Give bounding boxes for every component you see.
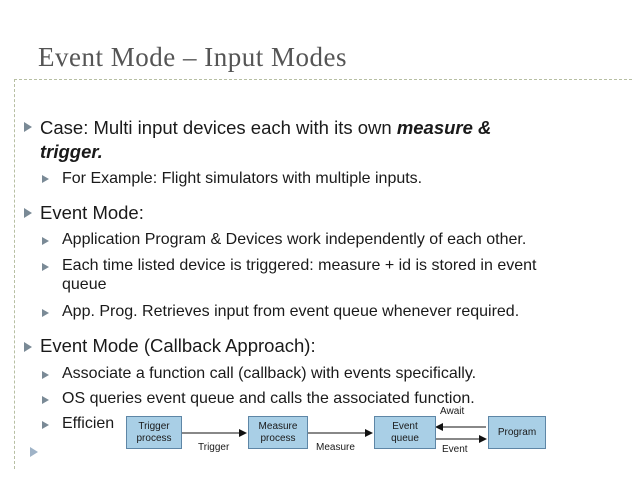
bullet-arrow-icon bbox=[24, 208, 32, 218]
bullet-arrow-icon bbox=[42, 263, 49, 271]
bullet-arrow-icon bbox=[24, 342, 32, 352]
bullet-independent: Application Program & Devices work indep… bbox=[62, 231, 527, 248]
bullet-associate: Associate a function call (callback) wit… bbox=[62, 365, 477, 382]
event-queue-label: Event bbox=[392, 420, 418, 432]
program-label: Program bbox=[497, 426, 537, 438]
bullet-example: For Example: Flight simulators with mult… bbox=[62, 170, 423, 187]
slide-nav-arrow-icon bbox=[30, 447, 38, 457]
await-arrow-label: Await bbox=[440, 406, 465, 417]
case-text: Case: Multi input devices each with its … bbox=[40, 117, 397, 138]
trigger-arrow-label: Trigger bbox=[198, 442, 230, 453]
bullet-arrow-icon bbox=[42, 309, 49, 317]
bullet-triggered: Each time listed device is triggered: me… bbox=[62, 257, 537, 274]
bullet-callback-mode: Event Mode (Callback Approach): bbox=[40, 335, 316, 356]
title-divider bbox=[14, 79, 632, 80]
bullet-arrow-icon bbox=[42, 421, 49, 429]
bullet-case: Case: Multi input devices each with its … bbox=[40, 117, 491, 139]
measure-process-label: Measure bbox=[258, 420, 298, 432]
measure-arrow-label: Measure bbox=[316, 442, 355, 453]
trigger-process-label-2: process bbox=[136, 432, 172, 444]
measure-process-label-2: process bbox=[260, 432, 296, 444]
bullet-arrow-icon bbox=[42, 371, 49, 379]
event-arrow-label: Event bbox=[442, 444, 468, 455]
bullet-efficient: Efficien bbox=[62, 415, 115, 432]
diagram-arrows bbox=[182, 423, 487, 443]
bullet-triggered-continued: queue bbox=[62, 276, 107, 293]
bullet-arrow-icon bbox=[42, 237, 49, 245]
bullet-arrow-icon bbox=[42, 396, 49, 404]
bullet-arrow-icon bbox=[24, 122, 32, 132]
bullet-os-queries: OS queries event queue and calls the ass… bbox=[62, 390, 475, 407]
slide-title: Event Mode – Input Modes bbox=[38, 42, 347, 72]
event-queue-label-2: queue bbox=[391, 432, 419, 444]
case-emphasis: measure & bbox=[396, 117, 492, 138]
trigger-process-label: Trigger bbox=[138, 420, 170, 432]
program-box: Program bbox=[488, 416, 546, 449]
case-emphasis-continued: trigger. bbox=[40, 141, 103, 162]
bullet-arrow-icon bbox=[42, 175, 49, 183]
bullet-retrieves: App. Prog. Retrieves input from event qu… bbox=[62, 303, 520, 320]
bullet-event-mode: Event Mode: bbox=[40, 202, 144, 223]
left-divider bbox=[14, 79, 15, 469]
